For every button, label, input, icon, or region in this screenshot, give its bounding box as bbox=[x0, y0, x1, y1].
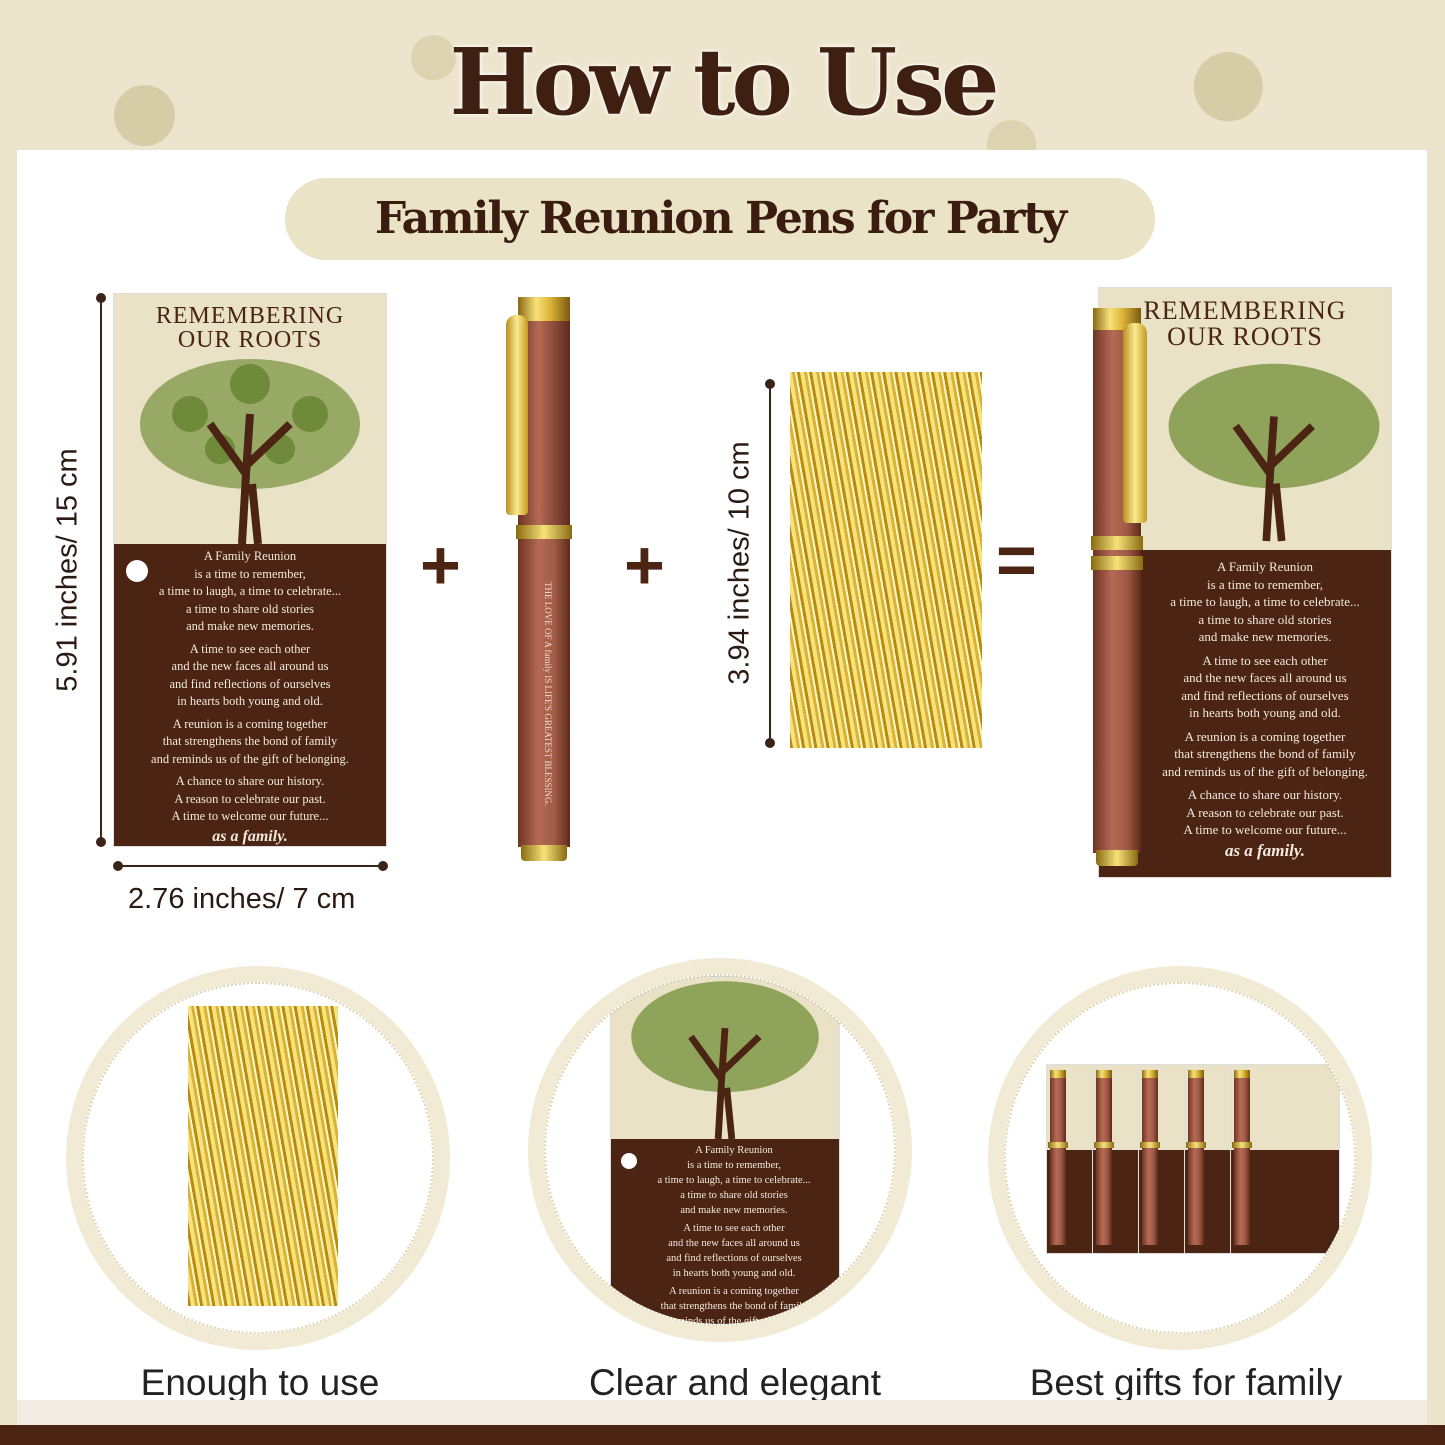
feature-caption: Clear and elegant bbox=[588, 1362, 882, 1403]
poem-stanza: A reunion is a coming together that stre… bbox=[151, 716, 349, 766]
feature-circle-ties bbox=[66, 966, 450, 1350]
feature-circle-gift-set bbox=[988, 966, 1372, 1350]
page-title: How to Use bbox=[449, 28, 1000, 136]
card-poem: A Family Reunion is a time to remember, … bbox=[627, 1143, 839, 1326]
dimension-dot bbox=[96, 293, 106, 303]
poem-stanza: A reunion is a coming together that stre… bbox=[1162, 728, 1368, 779]
mini-pen bbox=[1048, 1070, 1068, 1250]
bottom-bar bbox=[0, 1425, 1445, 1445]
poem-card: REMEMBERING OUR ROOTS A Family Reunion i… bbox=[113, 293, 387, 847]
poem-stanza: A Family Reunion is a time to remember, … bbox=[158, 549, 342, 633]
width-dimension-line bbox=[118, 865, 384, 867]
feature-caption: Best gifts for family bbox=[1029, 1362, 1343, 1403]
card-heading-line2: OUR ROOTS bbox=[1167, 322, 1323, 351]
equals-sign: = bbox=[996, 521, 1037, 599]
poem-stanza: A Family Reunion is a time to remember, … bbox=[1170, 559, 1360, 644]
card-heading-line2: OUR ROOTS bbox=[177, 327, 323, 353]
poem-signature: as a family. bbox=[1224, 840, 1306, 860]
dimension-dot bbox=[765, 379, 775, 389]
ties-height-label: 3.94 inches/ 10 cm bbox=[723, 441, 756, 685]
poem-stanza: A Family Reunion is a time to remember, … bbox=[657, 1145, 811, 1216]
card-hole bbox=[621, 1153, 637, 1169]
gold-twist-ties bbox=[188, 1006, 338, 1306]
tree-illustration bbox=[631, 981, 819, 1139]
card-heading-line1: REMEMBERING bbox=[1143, 296, 1347, 325]
dimension-dot bbox=[765, 738, 775, 748]
bottom-strip bbox=[17, 1400, 1427, 1425]
mini-pen bbox=[1140, 1070, 1160, 1250]
dimension-dot bbox=[96, 837, 106, 847]
dimension-dot bbox=[378, 861, 388, 871]
height-dimension-line bbox=[100, 298, 102, 842]
mini-pen bbox=[1186, 1070, 1206, 1250]
feature-caption: Enough to use bbox=[140, 1362, 380, 1403]
subtitle-banner: Family Reunion Pens for Party bbox=[285, 178, 1155, 260]
mini-pen bbox=[1232, 1070, 1252, 1250]
card-tree-section: REMEMBERING OUR ROOTS bbox=[114, 294, 386, 544]
card-width-label: 2.76 inches/ 7 cm bbox=[128, 883, 356, 915]
card-poem: A Family Reunion is a time to remember, … bbox=[114, 548, 386, 845]
feature-circle-card: A Family Reunion is a time to remember, … bbox=[528, 958, 912, 1342]
card-height-label: 5.91 inches/ 15 cm bbox=[51, 448, 84, 692]
card-heading-line1: REMEMBERING bbox=[155, 303, 345, 329]
poem-stanza: A chance to share our history. A reason … bbox=[1183, 787, 1347, 837]
poem-stanza: A chance to share our history. A reason … bbox=[171, 774, 329, 823]
card-hole bbox=[126, 560, 148, 582]
poem-card-closeup: A Family Reunion is a time to remember, … bbox=[610, 976, 840, 1326]
tree-illustration bbox=[1168, 363, 1380, 542]
poem-stanza: A reunion is a coming together that stre… bbox=[650, 1286, 818, 1326]
gold-twist-ties bbox=[790, 372, 982, 748]
assembled-card-with-pen: REMEMBERING OUR ROOTS A Family Reunion i… bbox=[1098, 287, 1392, 878]
poem-signature: as a family. bbox=[212, 827, 288, 845]
poem-stanza: A time to see each other and the new fac… bbox=[169, 641, 331, 709]
card-poem: A Family Reunion is a time to remember, … bbox=[1137, 558, 1391, 860]
pen-engraving: THE LOVE OF A family IS LIFE'S GREATEST … bbox=[543, 582, 553, 806]
plus-sign: + bbox=[624, 526, 665, 604]
dimension-dot bbox=[113, 861, 123, 871]
pen bbox=[1091, 308, 1147, 868]
mini-pen bbox=[1094, 1070, 1114, 1250]
pen: THE LOVE OF A family IS LIFE'S GREATEST … bbox=[506, 297, 572, 865]
poem-stanza: A time to see each other and the new fac… bbox=[1181, 652, 1349, 721]
plus-sign: + bbox=[420, 526, 461, 604]
poem-stanza: A time to see each other and the new fac… bbox=[666, 1223, 802, 1279]
tree-illustration bbox=[140, 359, 360, 544]
ties-height-dimension-line bbox=[769, 385, 771, 743]
